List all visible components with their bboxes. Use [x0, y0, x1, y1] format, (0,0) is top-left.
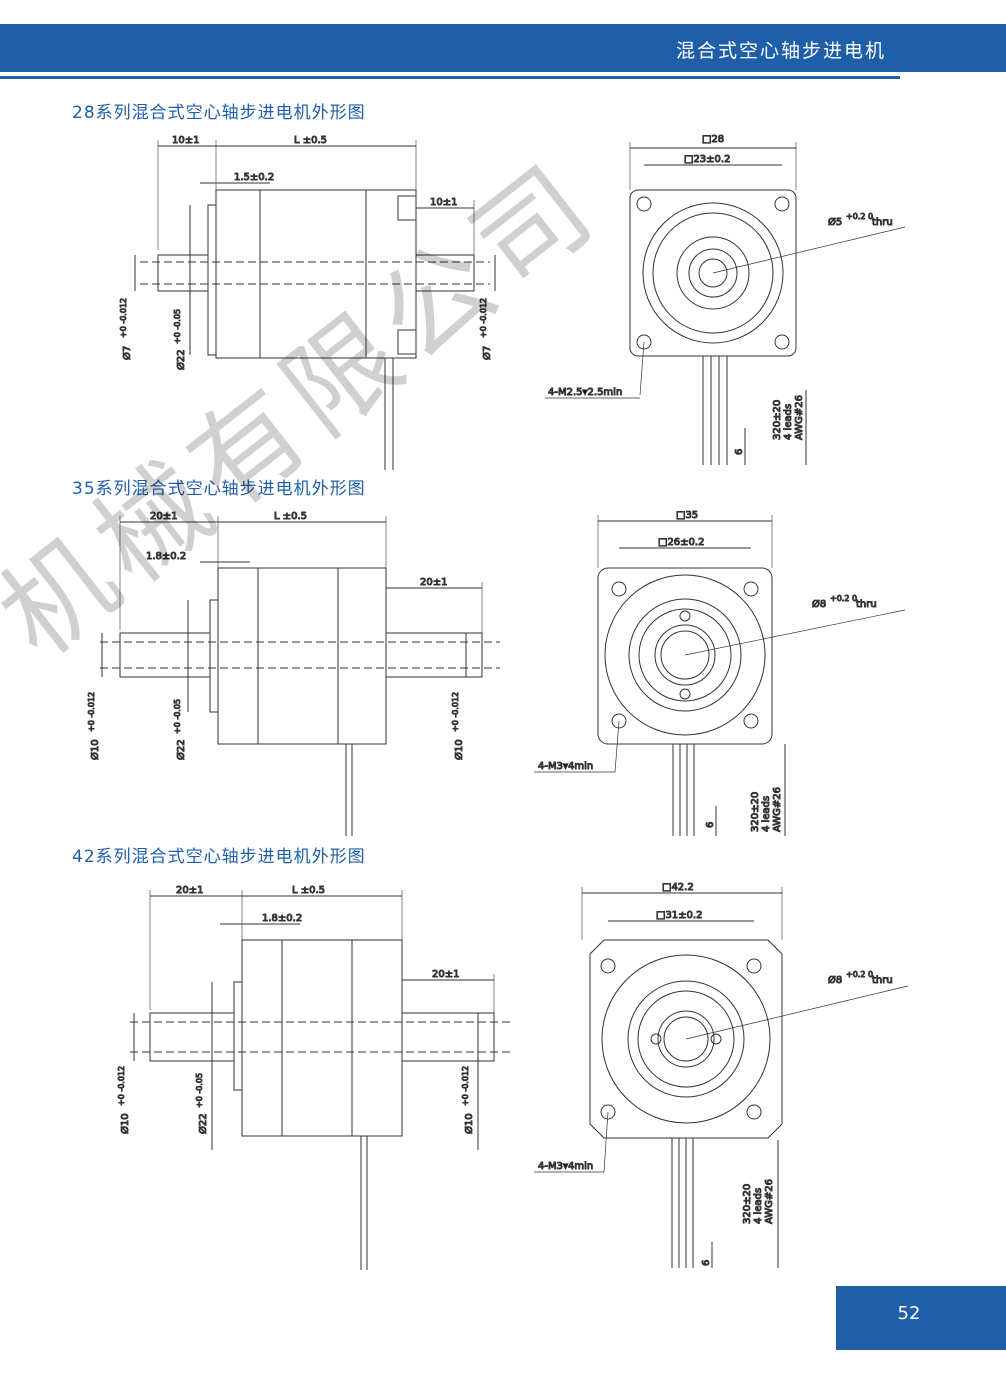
dim-square-28: □28 — [702, 134, 724, 145]
dim-mount-holes-42: 4-M3▾4min — [538, 1161, 593, 1172]
dim-hole-spacing-28: □23±0.2 — [684, 154, 730, 165]
dim-shaft-dia-right-42: Ø10 — [463, 1113, 475, 1134]
front-view-42 — [534, 887, 909, 1268]
dim-awg-42: AWG#26 — [764, 1179, 775, 1224]
dim-strip-28: 6 — [734, 449, 745, 455]
dim-shaft-tol-right-35: +0 -0.012 — [451, 692, 460, 732]
header-bar — [0, 24, 1006, 72]
dim-awg-28: AWG#26 — [794, 395, 805, 440]
dim-hole-spacing-42: □31±0.2 — [656, 910, 702, 921]
dim-bore-note-28: thru — [872, 217, 893, 228]
dim-boss-tol-35: +0 -0.05 — [173, 699, 182, 734]
dim-bore-note-42: thru — [872, 975, 893, 986]
dim-bore-tol-28: +0.2 0 — [846, 212, 873, 221]
dim-strip-35: 6 — [705, 822, 716, 828]
dim-bore-note-35: thru — [856, 599, 877, 610]
dim-bore-42: Ø8 — [828, 974, 842, 986]
dim-mount-holes-28: 4-M2.5▾2.5min — [548, 387, 622, 398]
page-number-box — [836, 1286, 1006, 1350]
dim-hole-spacing-35: □26±0.2 — [658, 537, 704, 548]
dim-strip-42: 6 — [701, 1260, 712, 1266]
dim-boss-dia-35: Ø22 — [175, 739, 187, 760]
dim-square-42: □42.2 — [662, 882, 694, 893]
front-view-35 — [534, 515, 906, 836]
section-title-28: 28系列混合式空心轴步进电机外形图 — [72, 103, 366, 123]
dim-shaft-dia-right-28: Ø7 — [481, 346, 493, 360]
dim-left-shaft-28: 10±1 — [172, 135, 199, 146]
dim-boss-tol-28: +0 -0.05 — [173, 309, 182, 344]
dim-shaft-tol-right-28: +0 -0.012 — [479, 298, 488, 338]
page-number: 52 — [897, 1303, 921, 1324]
dim-shaft-tol-left-28: +0 -0.012 — [119, 298, 128, 338]
dim-shaft-tol-left-42: +0 -0.012 — [117, 1066, 126, 1106]
dim-shaft-dia-left-42: Ø10 — [119, 1113, 131, 1134]
dim-lead-len-42: 320±20 — [742, 1184, 753, 1224]
dim-body-len-28: L ±0.5 — [294, 135, 327, 146]
dim-right-shaft-35: 20±1 — [420, 577, 447, 588]
dim-flange-35: 1.8±0.2 — [146, 551, 186, 562]
dim-bore-28: Ø5 — [828, 216, 842, 228]
dim-mount-holes-35: 4-M3▾4min — [538, 761, 593, 772]
side-view-42 — [130, 890, 510, 1270]
dim-flange-42: 1.8±0.2 — [262, 913, 302, 924]
dim-leads-35: 4 leads — [761, 796, 772, 832]
dim-bore-35: Ø8 — [812, 598, 826, 610]
dim-lead-len-35: 320±20 — [750, 792, 761, 832]
dim-bore-tol-42: +0.2 0 — [846, 970, 873, 979]
dim-leads-42: 4 leads — [753, 1188, 764, 1224]
section-title-35: 35系列混合式空心轴步进电机外形图 — [72, 479, 366, 499]
dim-square-35: □35 — [676, 510, 698, 521]
page-title: 混合式空心轴步进电机 — [675, 40, 886, 62]
dim-lead-len-28: 320±20 — [772, 400, 783, 440]
dim-shaft-dia-left-28: Ø7 — [121, 346, 133, 360]
section-title-42: 42系列混合式空心轴步进电机外形图 — [72, 847, 366, 867]
side-view-28 — [134, 140, 496, 470]
dim-right-shaft-28: 10±1 — [430, 197, 457, 208]
dim-left-shaft-35: 20±1 — [150, 511, 177, 522]
dim-shaft-tol-left-35: +0 -0.012 — [87, 692, 96, 732]
dim-shaft-dia-left-35: Ø10 — [89, 739, 101, 760]
dim-awg-35: AWG#26 — [772, 787, 783, 832]
dim-boss-dia-28: Ø22 — [175, 349, 187, 370]
dim-bore-tol-35: +0.2 0 — [830, 594, 857, 603]
front-view-28 — [545, 142, 906, 465]
dim-body-len-35: L ±0.5 — [274, 511, 307, 522]
dim-shaft-dia-right-35: Ø10 — [453, 739, 465, 760]
dim-body-len-42: L ±0.5 — [292, 885, 325, 896]
header-underline — [0, 76, 900, 79]
dim-boss-tol-42: +0 -0.05 — [195, 1073, 204, 1108]
dim-flange-28: 1.5±0.2 — [234, 172, 274, 183]
dim-right-shaft-42: 20±1 — [432, 969, 459, 980]
dim-shaft-tol-right-42: +0 -0.012 — [461, 1066, 470, 1106]
dim-boss-dia-42: Ø22 — [197, 1113, 209, 1134]
dim-leads-28: 4 leads — [783, 404, 794, 440]
side-view-35 — [100, 516, 500, 836]
dim-left-shaft-42: 20±1 — [176, 885, 203, 896]
